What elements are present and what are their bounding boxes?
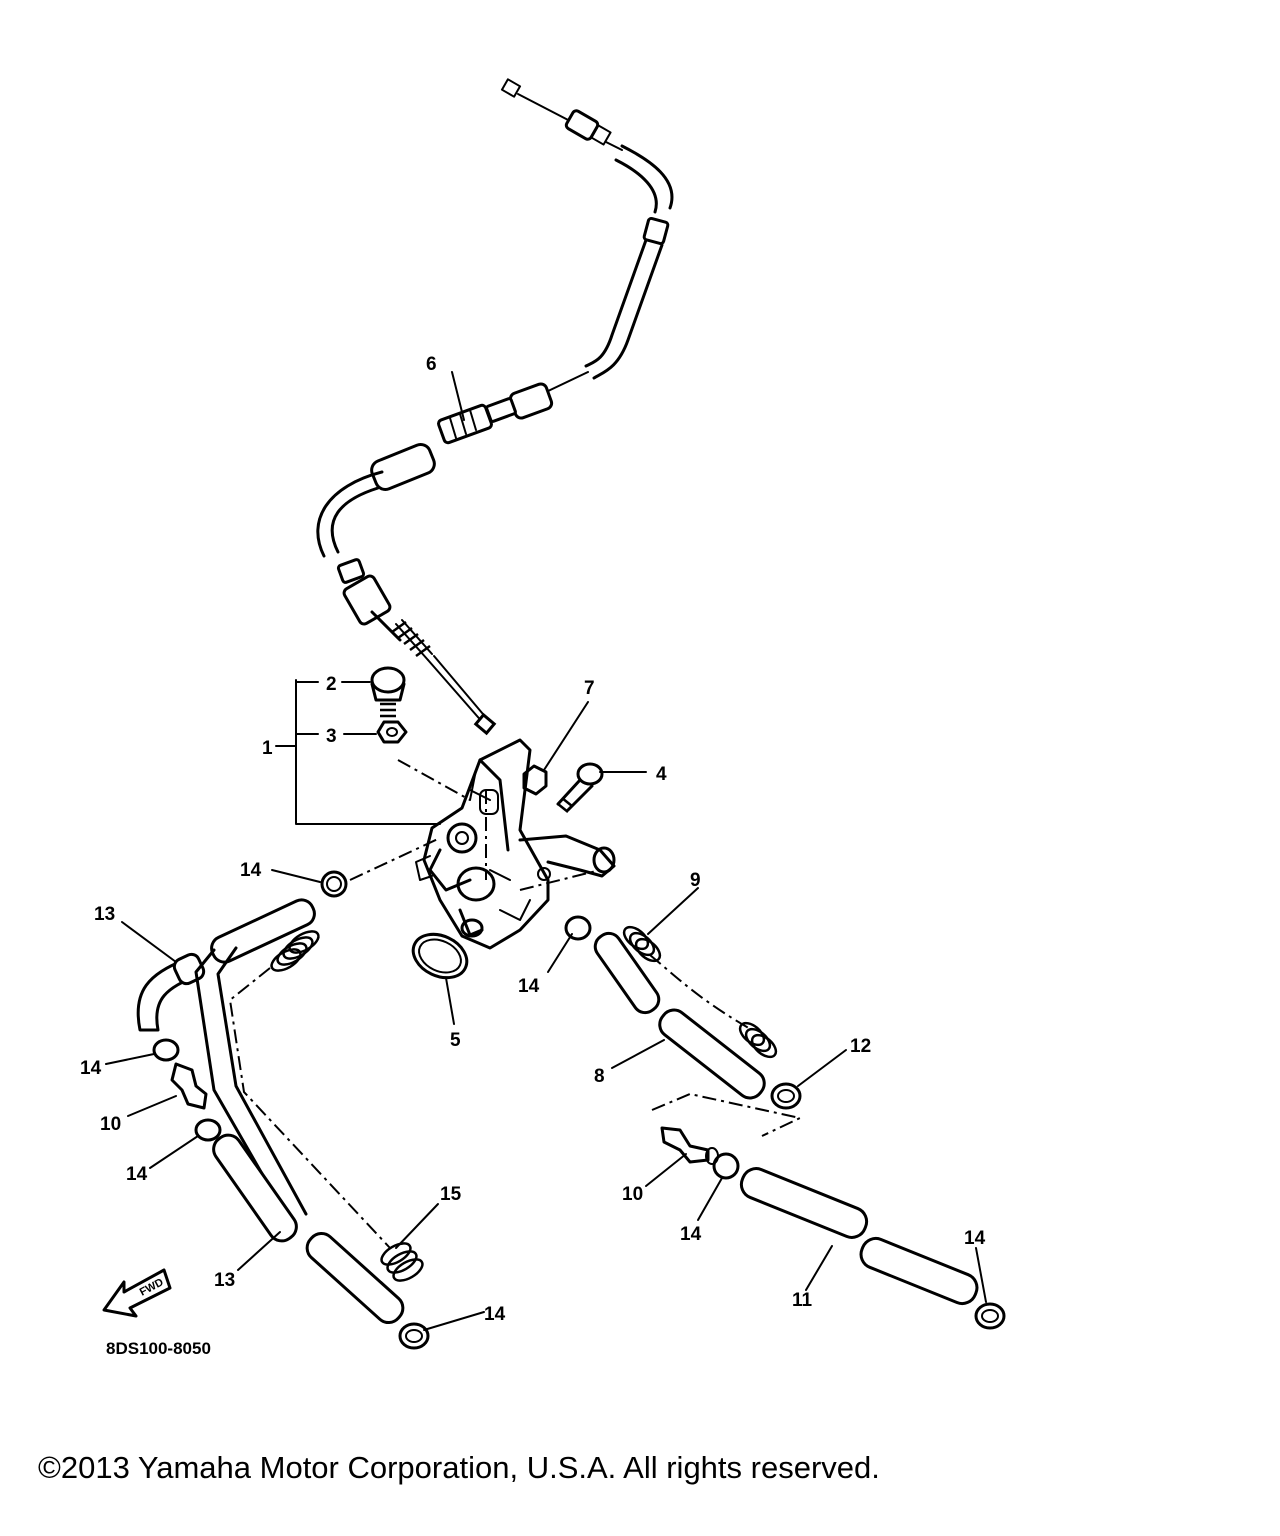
- nut-3: [376, 720, 408, 744]
- callout-3: 3: [326, 726, 337, 747]
- clamp-14-right-end: [974, 1302, 1006, 1330]
- bolt-4: [556, 762, 604, 813]
- callout-4: 4: [656, 764, 667, 785]
- callout-9: 9: [690, 870, 701, 891]
- callout-14-e: 14: [484, 1304, 506, 1325]
- joint-10-right: [660, 1126, 719, 1165]
- callout-10-right: 10: [622, 1184, 643, 1205]
- spring-9: [622, 925, 778, 1059]
- parts-diagram: FWD 1 2 3 4 5 6 7: [80, 78, 1006, 1358]
- spring-15: [228, 930, 424, 1282]
- centerline-2: [397, 759, 471, 801]
- screw-2: [370, 666, 406, 718]
- routing-bracket: [651, 1092, 804, 1137]
- copyright-notice: ©2013 Yamaha Motor Corporation, U.S.A. A…: [38, 1450, 880, 1485]
- hose-13-upper: [136, 898, 316, 1032]
- callout-14-b: 14: [518, 976, 540, 997]
- callout-8: 8: [594, 1066, 605, 1087]
- callout-14-f: 14: [680, 1224, 702, 1245]
- callout-labels: 1 2 3 4 5 6 7 8 9 10 10 11 12 13 13 14 1…: [80, 354, 986, 1358]
- callout-7: 7: [584, 678, 595, 699]
- fwd-label: FWD: [138, 1276, 166, 1298]
- callout-6: 6: [426, 354, 437, 375]
- clamp-14-upper-left: [320, 870, 348, 898]
- throttle-body: [415, 738, 616, 950]
- callout-14-c: 14: [80, 1058, 102, 1079]
- callout-13-lower: 13: [214, 1270, 235, 1291]
- nut-7: [522, 764, 548, 796]
- callout-14-g: 14: [964, 1228, 986, 1249]
- throttle-cable: [316, 78, 674, 736]
- joint-10-left: [152, 1038, 222, 1142]
- o-ring-5: [411, 932, 469, 980]
- callout-14-d: 14: [126, 1164, 148, 1185]
- callout-10-left: 10: [100, 1114, 121, 1135]
- callout-1: 1: [262, 738, 273, 759]
- callout-2: 2: [326, 674, 337, 695]
- hose-8: [593, 931, 766, 1100]
- clamp-14-right-mid: [712, 1152, 740, 1180]
- clamp-12: [770, 1082, 802, 1110]
- callout-5: 5: [450, 1030, 461, 1051]
- callout-12: 12: [850, 1036, 871, 1057]
- callout-11: 11: [792, 1290, 813, 1311]
- leader-lines: [105, 371, 987, 1331]
- hose-13-lower: [212, 1133, 405, 1325]
- callout-14-a: 14: [240, 860, 262, 881]
- hose-left-long: [194, 946, 308, 1228]
- centerline-1: [349, 837, 441, 881]
- callout-15: 15: [440, 1184, 462, 1205]
- clamp-14-center: [564, 915, 592, 941]
- clamp-14-lower-left: [398, 1322, 430, 1350]
- hose-11: [739, 1167, 979, 1306]
- part-code: 8DS100-8050: [106, 1339, 211, 1358]
- callout-13-upper: 13: [94, 904, 115, 925]
- fwd-arrow-icon: FWD: [102, 1268, 172, 1318]
